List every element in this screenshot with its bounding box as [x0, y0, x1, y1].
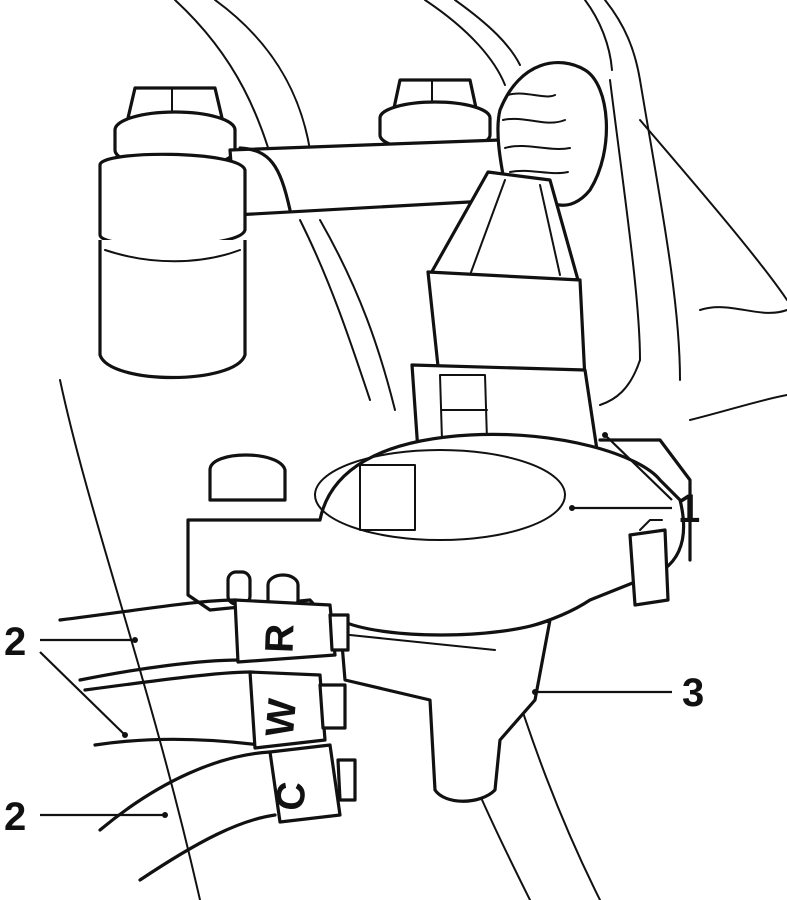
wire-r — [58, 598, 350, 682]
wire-w — [83, 670, 347, 750]
callout-leaders — [39, 432, 673, 818]
callout-2-lower: 2 — [4, 795, 26, 839]
bolt-right — [378, 78, 492, 153]
background-structure — [59, 0, 787, 900]
wire-label-c: C — [268, 780, 314, 813]
wire-label-w: W — [258, 697, 305, 739]
callout-1: 1 — [678, 487, 700, 531]
connector-boot — [426, 60, 608, 387]
callout-3: 3 — [682, 671, 704, 715]
wire-c — [98, 743, 357, 882]
callout-2-upper: 2 — [4, 620, 26, 664]
coil-boot — [338, 618, 552, 803]
wire-label-r: R — [258, 623, 303, 654]
